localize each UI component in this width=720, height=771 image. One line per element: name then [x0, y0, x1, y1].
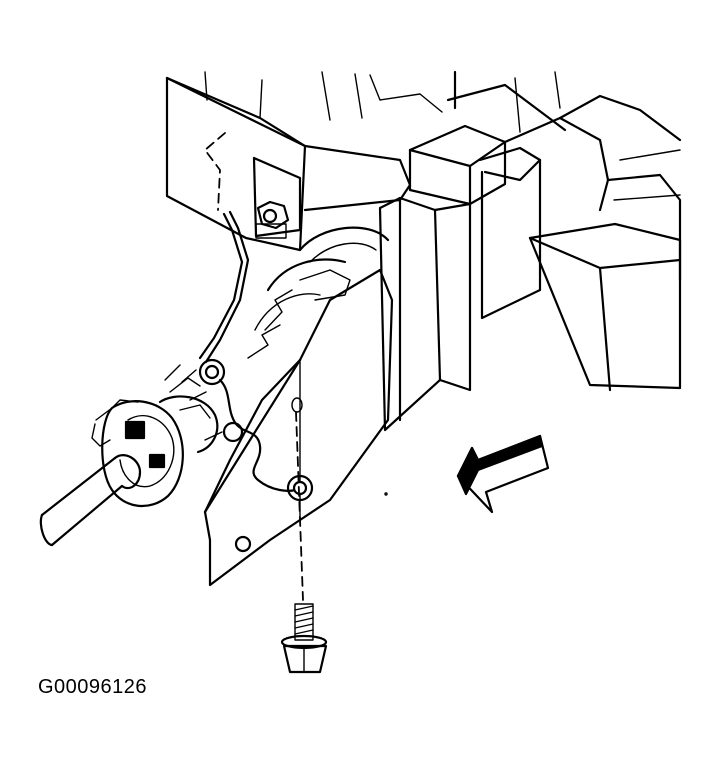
mounting-bolt [280, 603, 328, 674]
upper-nut [255, 200, 290, 239]
alignment-lines [204, 132, 304, 601]
steering-column-body [203, 226, 394, 587]
right-housing [408, 94, 682, 392]
stray-dot [384, 492, 388, 496]
direction-arrow-icon [456, 434, 550, 514]
column-support-post [378, 196, 472, 432]
intermediate-shaft [39, 454, 142, 547]
figure-id-label: G00096126 [38, 676, 148, 698]
shift-cable-rod [198, 210, 314, 502]
universal-joint [91, 364, 223, 508]
